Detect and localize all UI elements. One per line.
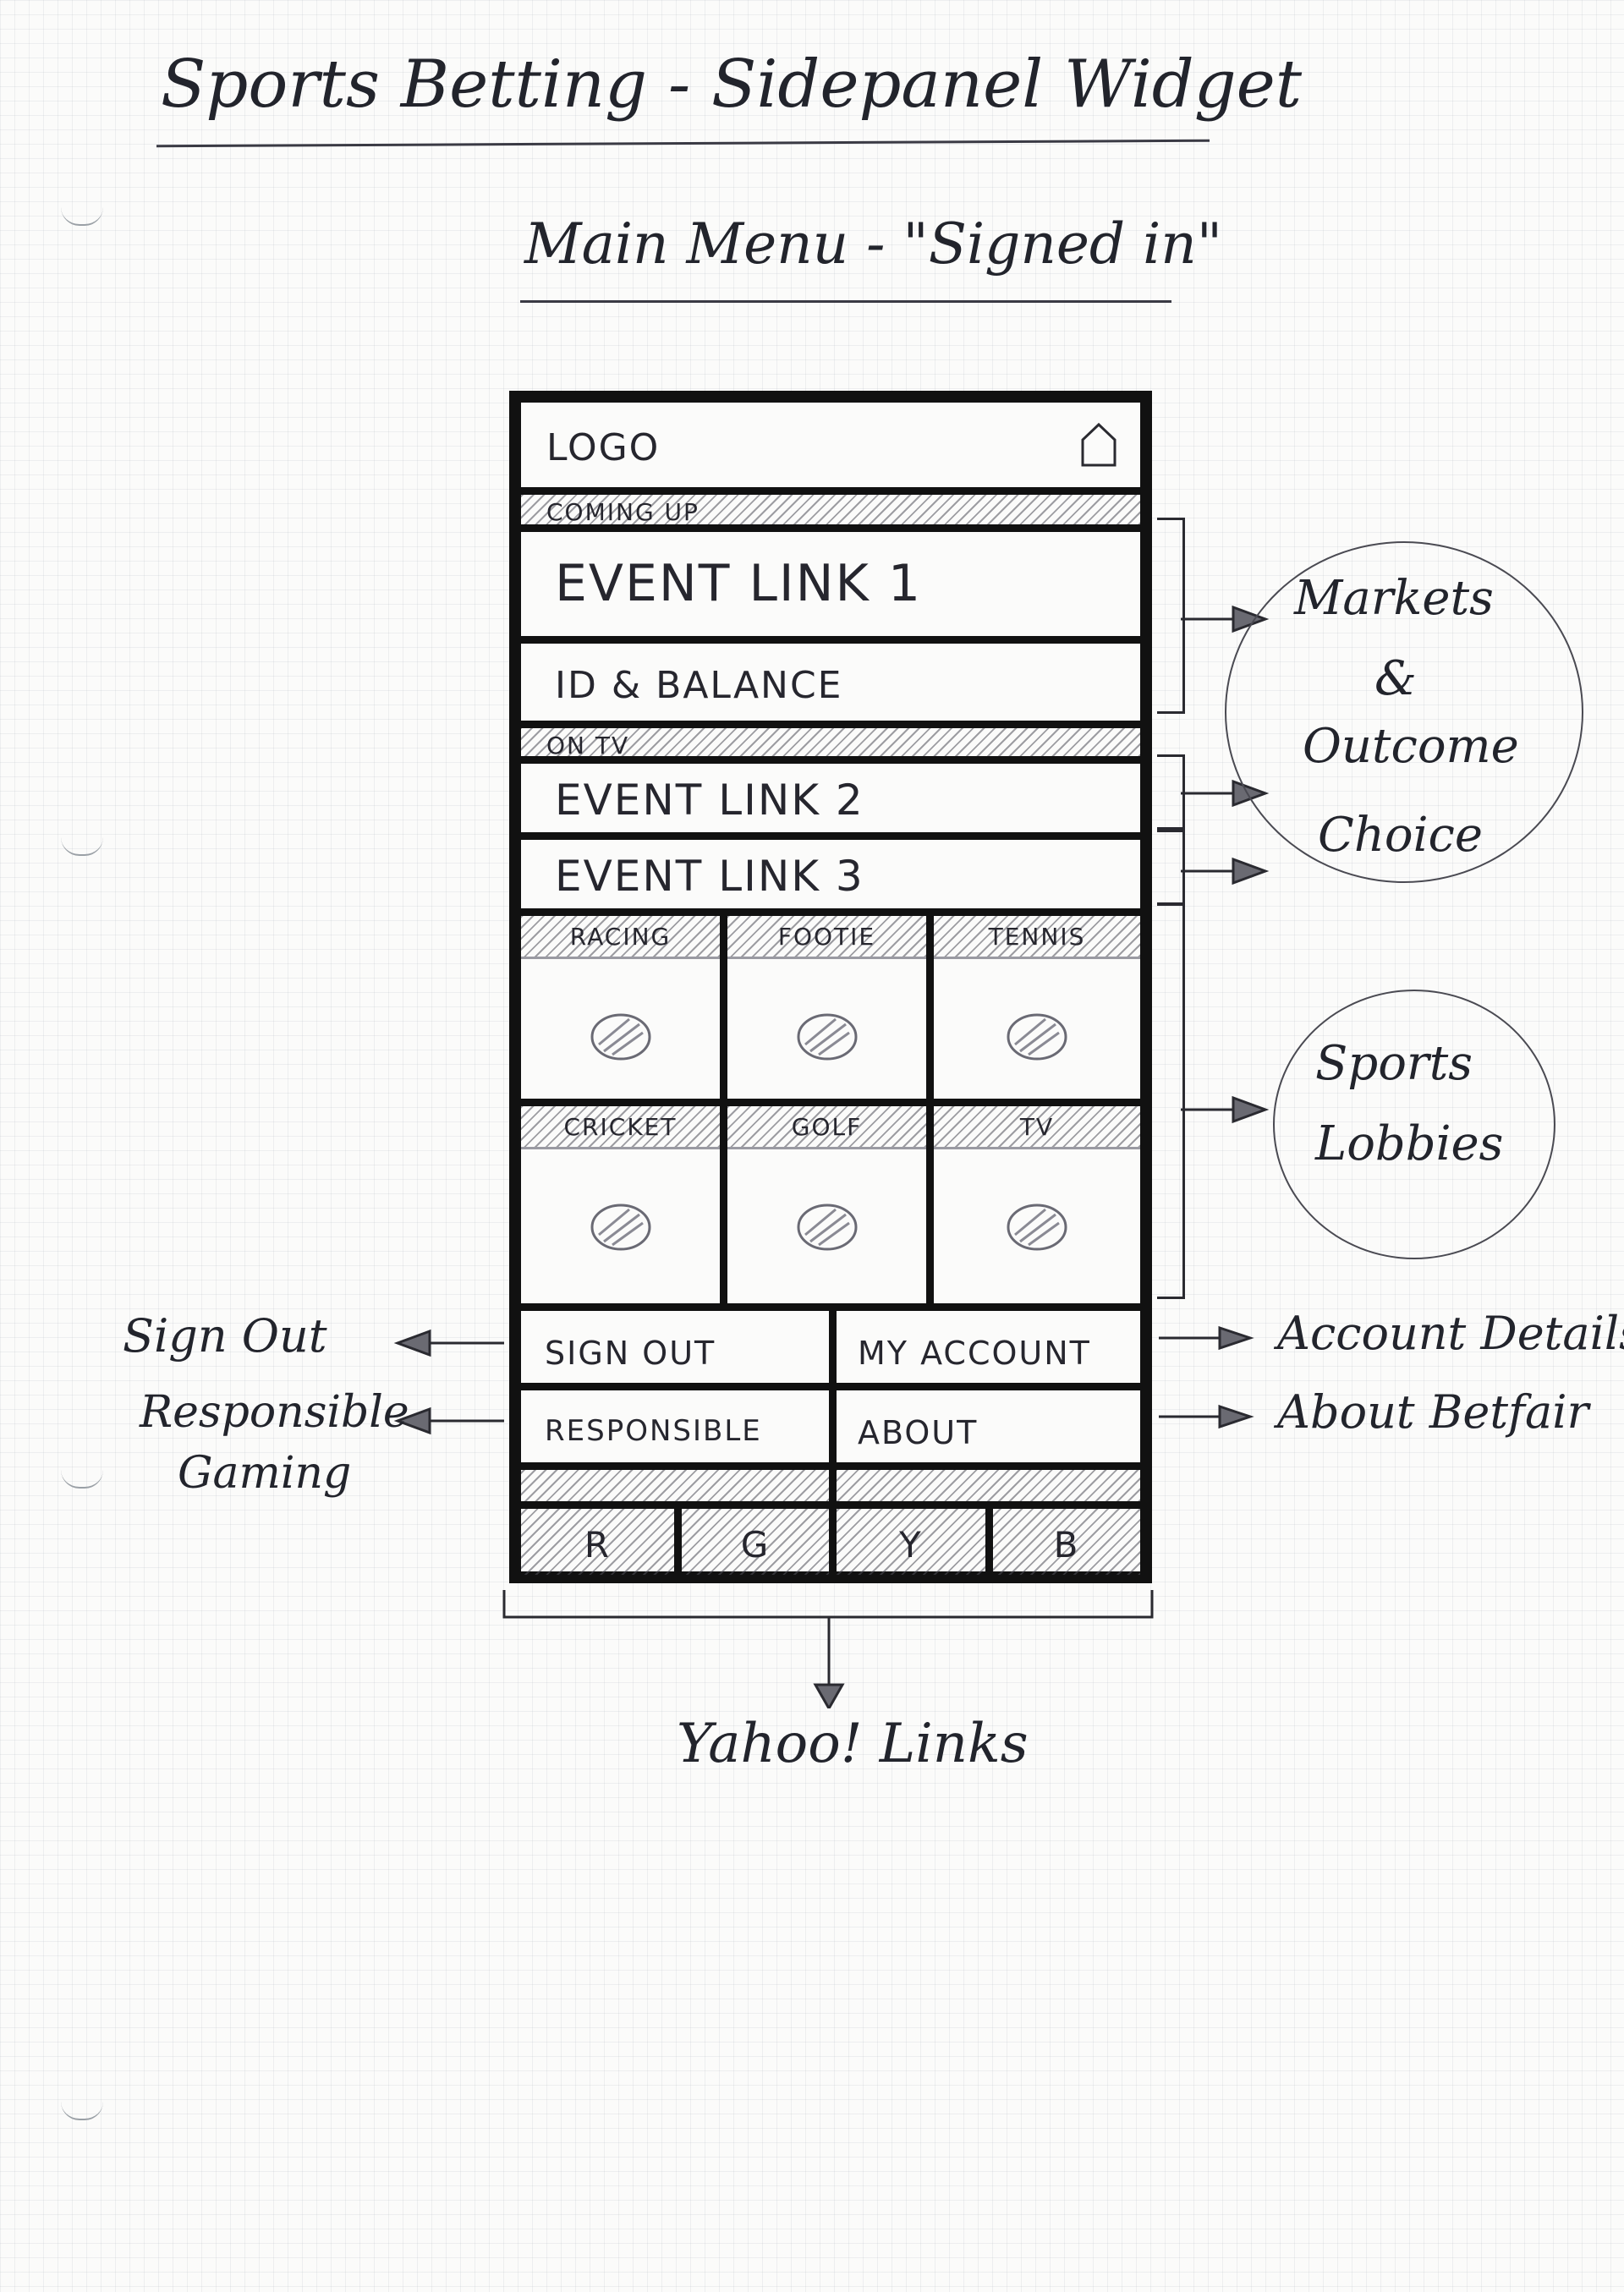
title-underline <box>156 139 1210 148</box>
racing-icon <box>590 1013 650 1061</box>
event-link-1[interactable]: EVENT LINK 1 <box>521 524 1140 636</box>
page-subtitle: Main Menu - "Signed in" <box>524 211 1223 277</box>
tv-icon <box>1007 1204 1067 1251</box>
sport-tile-tv[interactable]: TV <box>934 1106 1140 1303</box>
lobbies-bubble <box>1273 990 1555 1259</box>
sport-tile-footie[interactable]: FOOTIE <box>727 916 934 1106</box>
golf-icon <box>797 1204 857 1251</box>
yahoo-links-note: Yahoo! Links <box>677 1713 1029 1775</box>
tennis-icon <box>1007 1013 1067 1061</box>
binder-hole-mark <box>61 207 103 226</box>
sport-tile-label: CRICKET <box>563 1113 678 1141</box>
sport-tile-header: GOLF <box>727 1106 926 1149</box>
my-account-button[interactable]: MY ACCOUNT <box>858 1335 1091 1372</box>
yahoo-link-r[interactable]: R <box>521 1509 682 1575</box>
yahoo-link-label: G <box>740 1524 771 1565</box>
id-balance-panel: ID & BALANCE <box>521 636 1140 721</box>
markets-bracket <box>1157 518 1185 714</box>
sports-lobby-grid: RACING FOOTIE TENNIS <box>521 908 1140 1303</box>
sport-tile-header: TENNIS <box>934 916 1140 959</box>
about-button[interactable]: ABOUT <box>858 1414 979 1451</box>
sport-tile-header: RACING <box>521 916 720 959</box>
sport-tile-tennis[interactable]: TENNIS <box>934 916 1140 1106</box>
logo[interactable]: LOGO <box>546 426 661 469</box>
account-links-row: SIGN OUT MY ACCOUNT <box>521 1303 1140 1383</box>
event-link-3[interactable]: EVENT LINK 3 <box>521 832 1140 908</box>
markets-note-line3: Outcome <box>1303 719 1519 774</box>
yahoo-link-label: R <box>584 1524 612 1565</box>
footer-spacer <box>521 1462 1140 1501</box>
sport-tile-header: TV <box>934 1106 1140 1149</box>
responsible-note-line2: Gaming <box>178 1448 352 1499</box>
sport-tile-label: TV <box>1019 1113 1055 1141</box>
sidepanel-widget: LOGO COMING UP EVENT LINK 1 ID & BALANCE… <box>509 391 1152 1583</box>
lobbies-note-line1: Sports <box>1315 1036 1473 1091</box>
yahoo-links-bar: R G Y B <box>521 1501 1140 1575</box>
coming-up-label: COMING UP <box>546 498 700 526</box>
info-links-row: RESPONSIBLE ABOUT <box>521 1383 1140 1462</box>
event-link-3-label: EVENT LINK 3 <box>555 852 864 901</box>
signout-arrows <box>393 1329 504 1435</box>
sport-tile-header: CRICKET <box>521 1106 720 1149</box>
yahoo-link-label: B <box>1053 1524 1080 1565</box>
sport-tile-label: RACING <box>569 923 672 951</box>
cell-divider <box>829 1390 837 1462</box>
sport-tile-header: FOOTIE <box>727 916 926 959</box>
coming-up-heading: COMING UP <box>521 487 1140 526</box>
sport-tile-label: GOLF <box>791 1113 863 1141</box>
lobbies-bracket <box>1157 903 1185 1299</box>
event-link-1-label: EVENT LINK 1 <box>555 554 923 613</box>
sign-out-note: Sign Out <box>123 1309 327 1363</box>
sport-tile-cricket[interactable]: CRICKET <box>521 1106 727 1303</box>
header-bar: LOGO <box>521 403 1140 487</box>
binder-hole-mark <box>61 1470 103 1489</box>
page-title: Sports Betting - Sidepanel Widget <box>161 47 1303 123</box>
lobbies-note-line2: Lobbies <box>1315 1116 1504 1171</box>
binder-hole-mark <box>61 2102 103 2120</box>
subtitle-underline <box>520 300 1171 303</box>
sport-tile-label: FOOTIE <box>777 923 876 951</box>
cell-divider <box>829 1311 837 1383</box>
account-arrows <box>1159 1325 1254 1429</box>
yahoo-link-b[interactable]: B <box>993 1509 1140 1575</box>
sport-tile-golf[interactable]: GOLF <box>727 1106 934 1303</box>
markets-note-line4: Choice <box>1318 808 1484 863</box>
yahoo-link-label: Y <box>899 1524 923 1565</box>
event-link-2-label: EVENT LINK 2 <box>555 776 864 825</box>
account-details-note: Account Details <box>1277 1307 1624 1360</box>
sign-out-button[interactable]: SIGN OUT <box>545 1335 716 1372</box>
markets-note-line1: Markets <box>1294 571 1494 626</box>
cell-divider <box>829 1470 837 1501</box>
id-balance-label: ID & BALANCE <box>555 664 843 707</box>
responsible-note-line1: Responsible <box>140 1387 409 1438</box>
lobbies-arrow <box>1181 1095 1270 1124</box>
cricket-icon <box>590 1204 650 1251</box>
sport-tile-label: TENNIS <box>988 923 1086 951</box>
yahoo-link-g[interactable]: G <box>682 1509 837 1575</box>
about-betfair-note: About Betfair <box>1277 1385 1589 1439</box>
binder-hole-mark <box>61 837 103 856</box>
markets-bubble <box>1225 541 1583 883</box>
yahoo-links-bracket <box>502 1590 1154 1708</box>
footie-icon <box>797 1013 857 1061</box>
home-icon[interactable] <box>1078 421 1120 469</box>
yahoo-link-y[interactable]: Y <box>837 1509 993 1575</box>
event-link-2[interactable]: EVENT LINK 2 <box>521 756 1140 832</box>
on-tv-label: ON TV <box>546 732 630 759</box>
sport-tile-racing[interactable]: RACING <box>521 916 727 1106</box>
markets-note-line2: & <box>1374 651 1417 706</box>
on-tv-heading: ON TV <box>521 721 1140 759</box>
responsible-gaming-button[interactable]: RESPONSIBLE <box>545 1414 762 1448</box>
